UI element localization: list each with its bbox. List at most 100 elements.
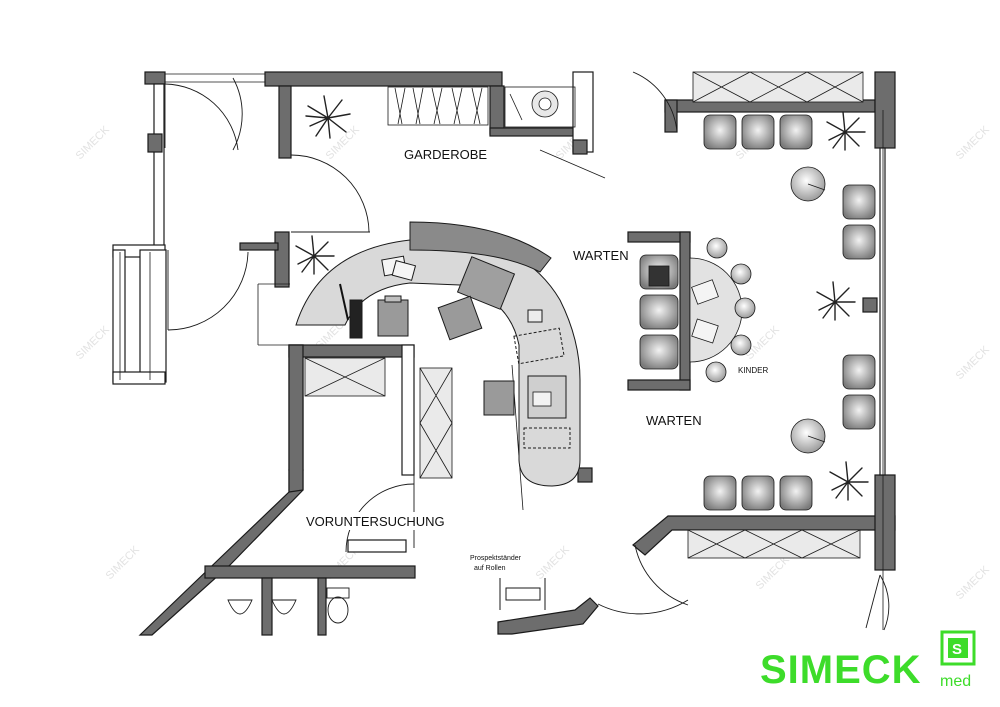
chair <box>779 114 813 150</box>
chair <box>741 114 775 150</box>
wall <box>112 371 166 385</box>
door-swing <box>634 544 689 606</box>
toilet-tank <box>326 587 350 599</box>
chair <box>703 475 737 511</box>
plant-icon <box>305 95 351 139</box>
wall <box>347 539 407 553</box>
waiting-cabinets <box>687 71 864 559</box>
wall <box>679 231 691 391</box>
wall <box>317 577 327 636</box>
watermark: SIMECK <box>104 543 143 582</box>
watermark: SIMECK <box>534 543 573 582</box>
wall <box>664 99 678 133</box>
wall <box>139 249 167 383</box>
wall <box>264 71 503 87</box>
wall <box>112 249 126 383</box>
chair <box>703 114 737 150</box>
plants <box>295 95 869 501</box>
brochure-stand <box>499 578 546 610</box>
keyboard-mat <box>456 256 516 310</box>
door-swing <box>167 251 249 331</box>
watermark: SIMECK <box>954 123 993 162</box>
wall <box>138 469 304 636</box>
wall <box>239 242 279 251</box>
garderobe-furniture <box>387 86 576 128</box>
door-swing <box>632 71 678 133</box>
plant-icon <box>295 235 335 275</box>
toilet-icon <box>327 596 349 624</box>
waiting-chairs <box>639 114 876 511</box>
monitor <box>349 299 363 339</box>
watermark: SIMECK <box>754 553 793 592</box>
door-swing <box>164 83 239 151</box>
wall <box>874 474 896 571</box>
kids-corner <box>648 237 756 383</box>
wall <box>278 85 292 159</box>
watermark: SIMECK <box>74 123 113 162</box>
door-swings <box>164 71 890 631</box>
brand-badge-inner <box>948 638 968 658</box>
brand-badge-letter: S <box>952 641 962 658</box>
room-label-garderobe: GARDEROBE <box>404 147 487 162</box>
wall <box>874 71 896 149</box>
voruntersuchung-cabinets <box>304 357 453 479</box>
bathroom-fixtures <box>227 587 350 624</box>
kids-stool <box>730 263 752 285</box>
drawer <box>523 427 571 449</box>
door-swing <box>597 599 689 615</box>
wall <box>627 379 691 391</box>
wall <box>572 139 588 155</box>
hanger-lines <box>394 87 483 125</box>
plant-icon <box>826 111 866 151</box>
chair <box>842 394 876 430</box>
wall <box>497 597 599 635</box>
kids-stool <box>705 361 727 383</box>
wall <box>879 147 886 476</box>
kids-stool <box>730 334 752 356</box>
watermark: SIMECK <box>954 563 993 602</box>
counter-top-raised <box>409 221 552 273</box>
chair <box>639 294 679 330</box>
door-swing <box>345 483 415 553</box>
wall <box>261 577 273 636</box>
chair <box>741 475 775 511</box>
brand-badge <box>940 630 976 666</box>
washbasin-icon <box>227 599 253 615</box>
watermark: SIMECK <box>954 343 993 382</box>
wall <box>274 231 290 288</box>
room-label-voruntersuchung: VORUNTERSUCHUNG <box>306 514 445 529</box>
phone <box>527 309 543 323</box>
coat-rack <box>387 86 489 126</box>
wall <box>204 565 416 579</box>
reception-counter <box>295 221 581 487</box>
wall <box>288 344 304 493</box>
thin-lines <box>119 73 884 630</box>
annotation-prospekt-line2: auf Rollen <box>474 565 506 572</box>
wall <box>401 344 415 476</box>
walls <box>112 71 896 636</box>
kids-stool <box>734 297 756 319</box>
tv <box>648 265 670 287</box>
plant-icon <box>829 461 869 501</box>
cabinet <box>504 86 576 128</box>
chair <box>842 224 876 260</box>
room-label-warten-bottom: WARTEN <box>646 413 702 428</box>
brand-logo: SIMECK S med <box>760 630 976 692</box>
office-chair <box>437 295 483 341</box>
door-swing <box>879 574 890 631</box>
side-tables <box>790 166 826 454</box>
wall <box>144 71 166 85</box>
wall <box>862 297 878 313</box>
wall <box>288 344 415 358</box>
door-swing <box>290 154 370 233</box>
wall <box>577 467 593 483</box>
door <box>865 574 881 629</box>
room-label-warten-top: WARTEN <box>573 248 629 263</box>
office-chair <box>377 299 409 337</box>
chair <box>842 184 876 220</box>
wall <box>147 133 163 153</box>
document <box>391 260 417 281</box>
room-labels: GARDEROBE WARTEN WARTEN KINDER VORUNTERS… <box>304 145 768 572</box>
